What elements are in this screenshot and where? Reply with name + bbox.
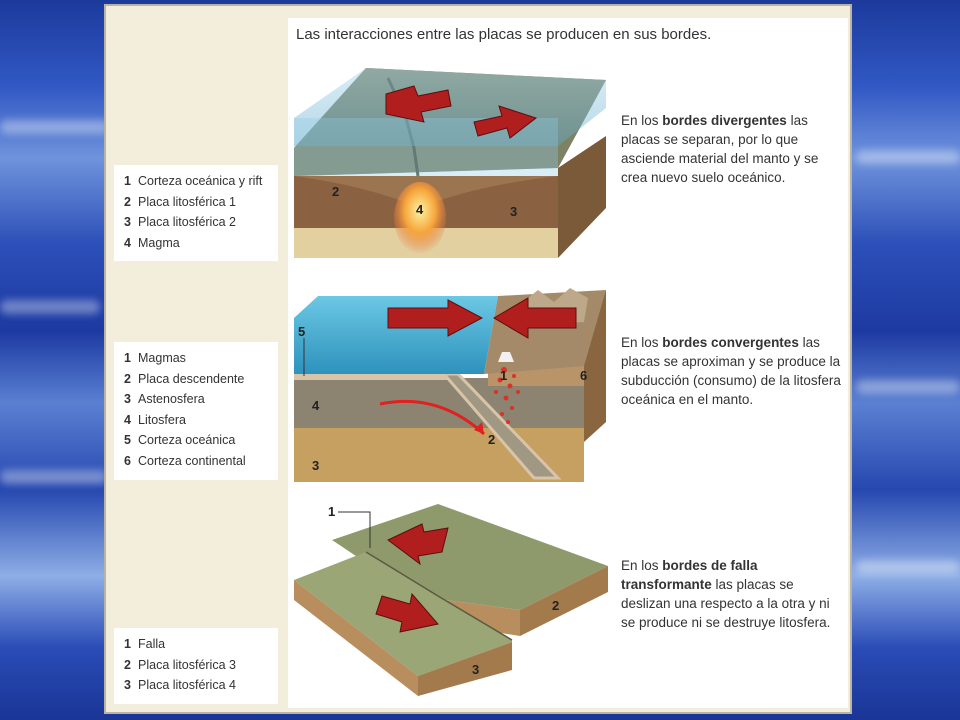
arrow-down-right-icon [375,592,439,633]
block-side-face [558,136,606,258]
plate-side-face [520,566,608,636]
transform-boundary-diagram: 1 2 3 [294,504,608,696]
background-streak [856,380,960,394]
volcano-icon [498,352,514,362]
background-streak [856,560,960,574]
description-divergent: En los bordes divergentes las placas se … [621,113,819,185]
page-title: Las interacciones entre las placas se pr… [296,26,712,43]
plate-cross-section [294,176,558,228]
figure-label: 5 [298,324,305,339]
description-transform: En los bordes de falla transformante las… [621,558,831,630]
background-streak [0,470,108,484]
convergent-boundary-diagram: 5 1 6 4 2 3 [294,288,606,482]
background-streak [856,150,960,164]
figure-label: 3 [472,662,479,677]
figure-label: 2 [552,598,559,613]
subduction-arrow-icon [379,399,486,436]
plate-side-face [418,642,512,696]
arrow-up-left-icon [387,523,449,566]
figure-label: 4 [416,202,424,217]
divergent-boundary-diagram: 2 4 3 [294,68,606,258]
background-streak [0,300,100,314]
arrow-left-icon [385,85,452,123]
figure-label: 3 [312,458,319,473]
oceanic-crust [294,374,454,380]
fault-line [365,551,513,641]
figure-label: 3 [510,204,517,219]
plate-front-face [294,580,418,696]
magma-drops [494,352,520,424]
lithosphere [294,378,584,428]
description-convergent: En los bordes convergentes las placas se… [621,335,841,407]
figure-label: 2 [332,184,339,199]
magma-chamber [394,182,446,254]
figure-label: 6 [580,368,587,383]
figure-label: 4 [312,398,320,413]
arrow-left-icon [493,297,577,339]
figure-label: 1 [328,504,335,519]
arrow-right-icon [387,299,484,337]
water-volume [294,68,606,146]
figure-label: 1 [500,368,507,383]
figure-label: 2 [488,432,495,447]
background-streak [0,120,110,134]
arrow-right-icon [473,105,538,139]
